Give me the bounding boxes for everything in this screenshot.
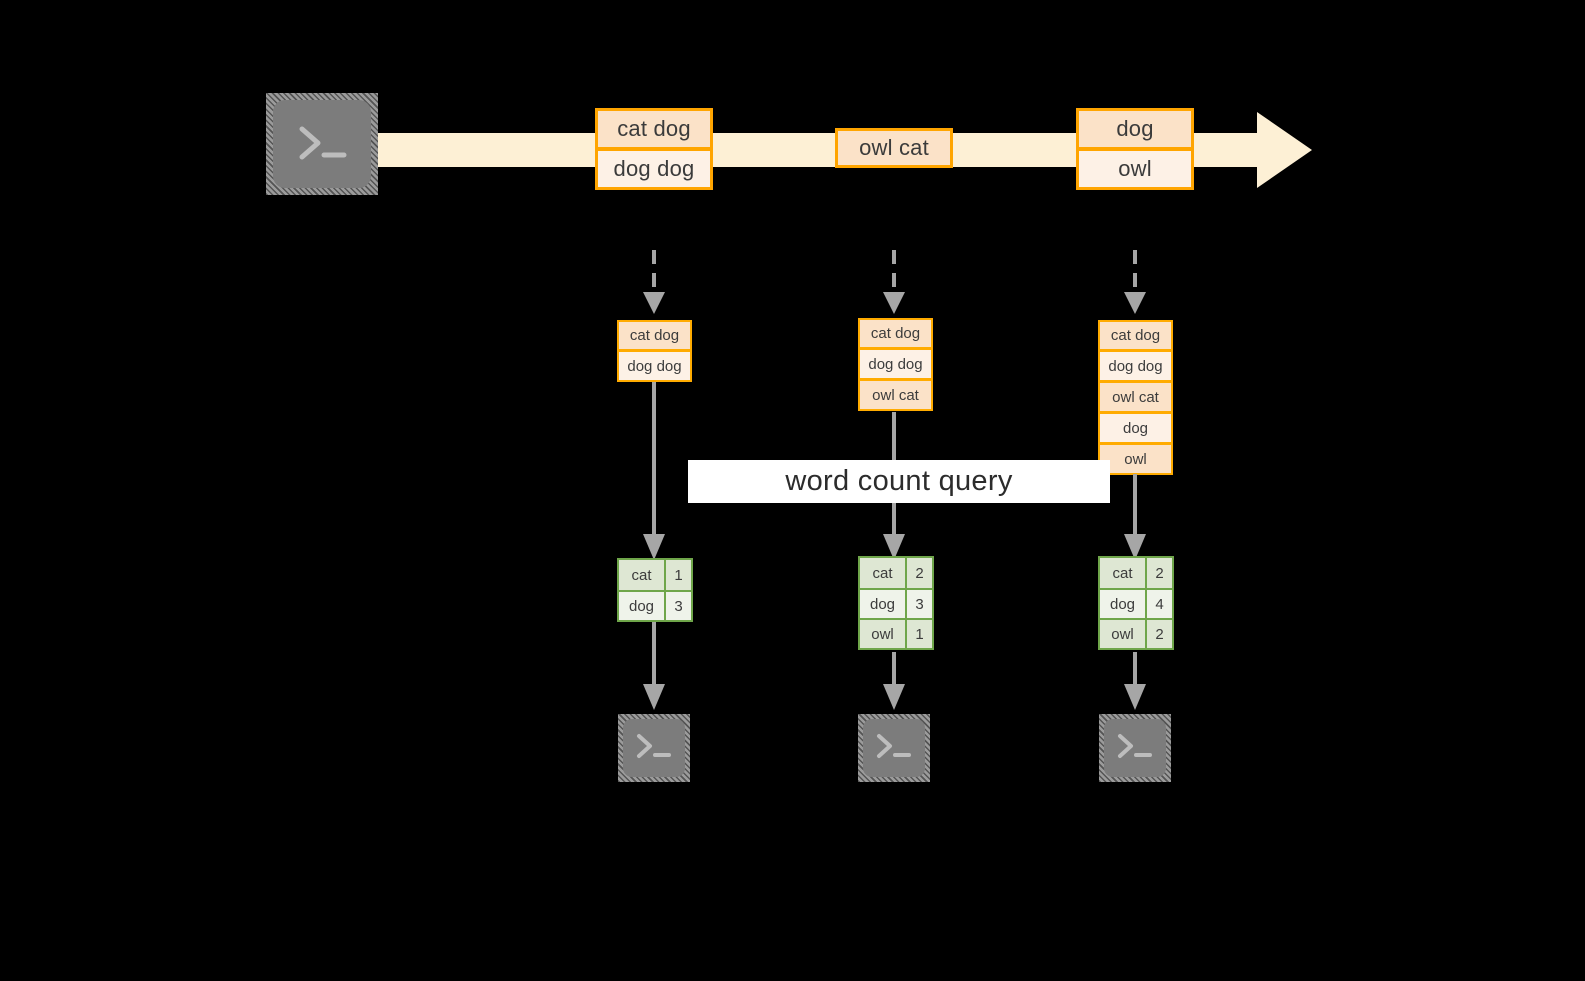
dashed-connector-2 [883,250,905,314]
snapshot-3-result-table: cat 2 dog 4 owl 2 [1098,556,1174,650]
icon-plate [863,719,925,777]
snapshot-3-input-row: dog dog [1098,351,1173,382]
snapshot-2-input-row: cat dog [858,318,933,349]
table-row: cat 2 [1100,558,1172,588]
table-row: cat 2 [860,558,932,588]
stream-record-1-line-2: dog dog [595,148,713,190]
result-word: cat [619,560,664,590]
table-row: owl 1 [860,618,932,648]
snapshot-1-input-row: cat dog [617,320,692,351]
icon-plate [273,100,371,188]
snapshot-2-input-row: dog dog [858,349,933,380]
snapshot-3-input-row: owl [1098,444,1173,475]
table-row: dog 3 [619,590,691,620]
stream-record-2-line-1: owl cat [835,128,953,168]
terminal-prompt-glyph [877,734,911,758]
table-row: dog 3 [860,588,932,618]
stream-arrow [352,112,1312,188]
query-connector-3 [1124,474,1146,560]
snapshot-1-input-row: dog dog [617,351,692,382]
icon-plate [1104,719,1166,777]
snapshot-2-input-row: owl cat [858,380,933,411]
result-word: dog [860,590,905,618]
table-row: cat 1 [619,560,691,590]
stream-record-1-line-1: cat dog [595,108,713,150]
result-word: cat [860,558,905,588]
snapshot-2-input-stack: cat dog dog dog owl cat [858,318,933,411]
result-word: cat [1100,558,1145,588]
query-label-band: word count query [688,460,1110,503]
result-count: 1 [664,560,691,590]
table-row: dog 4 [1100,588,1172,618]
snapshot-3-input-row: dog [1098,413,1173,444]
sink-connector-3 [1124,652,1146,710]
dashed-connector-1 [643,250,665,314]
result-word: owl [860,620,905,648]
stream-record-3-line-2: owl [1076,148,1194,190]
stream-record-3-line-1: dog [1076,108,1194,150]
sink-connector-2 [883,652,905,710]
sink-connector-1 [643,622,665,710]
result-count: 3 [664,592,691,620]
terminal-prompt-glyph [299,126,347,160]
snapshot-1-input-stack: cat dog dog dog [617,320,692,382]
dashed-connector-3 [1124,250,1146,314]
result-count: 4 [1145,590,1172,618]
sink-terminal-icon-2 [858,714,930,782]
terminal-prompt-glyph [1118,734,1152,758]
snapshot-3-input-row: owl cat [1098,382,1173,413]
result-word: owl [1100,620,1145,648]
table-row: owl 2 [1100,618,1172,648]
snapshot-1-result-table: cat 1 dog 3 [617,558,693,622]
result-word: dog [1100,590,1145,618]
query-label-text: word count query [785,465,1013,497]
result-count: 2 [905,558,932,588]
snapshot-2-result-table: cat 2 dog 3 owl 1 [858,556,934,650]
result-count: 2 [1145,558,1172,588]
result-count: 2 [1145,620,1172,648]
terminal-prompt-glyph [637,734,671,758]
sink-terminal-icon-1 [618,714,690,782]
result-count: 3 [905,590,932,618]
icon-plate [623,719,685,777]
result-word: dog [619,592,664,620]
source-terminal-icon [266,93,378,195]
snapshot-3-input-stack: cat dog dog dog owl cat dog owl [1098,320,1173,475]
snapshot-3-input-row: cat dog [1098,320,1173,351]
query-connector-1 [643,382,665,560]
result-count: 1 [905,620,932,648]
sink-terminal-icon-3 [1099,714,1171,782]
